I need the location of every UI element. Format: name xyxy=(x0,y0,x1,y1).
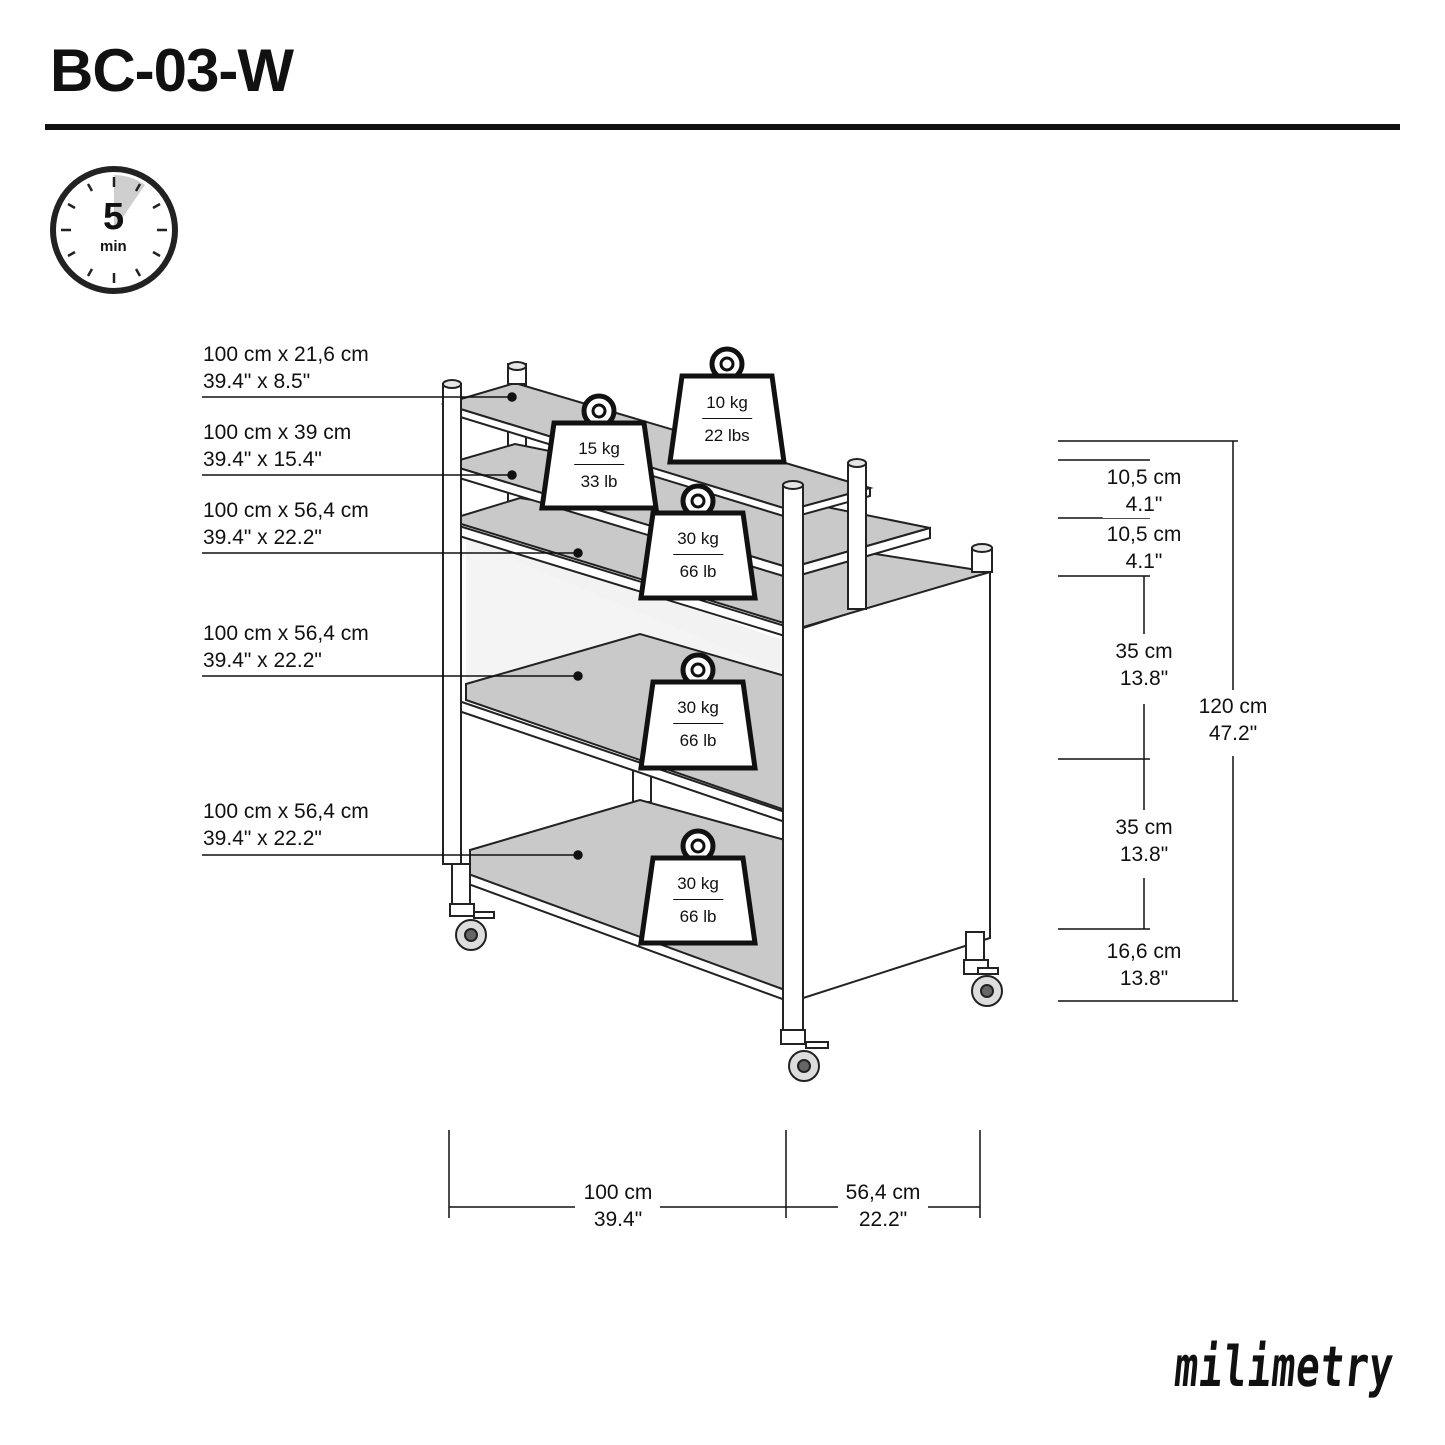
shelf-label-2: 100 cm x 39 cm 39.4" x 15.4" xyxy=(203,421,352,471)
weight-label-fifth: 30 kg 66 lb xyxy=(673,873,723,928)
footprint-dimension-lines xyxy=(448,1130,981,1218)
height-label-3: 35 cm 13.8" xyxy=(1111,638,1177,692)
brand-logo: milimetry xyxy=(1171,1335,1397,1400)
timer-unit: min xyxy=(100,238,127,255)
total-height-label: 120 cm 47.2" xyxy=(1194,693,1272,747)
shelf-label-1: 100 cm x 21,6 cm 39.4" x 8.5" xyxy=(203,343,369,393)
weight-icons xyxy=(539,346,787,946)
product-title: BC-03-W xyxy=(50,37,294,104)
height-label-4: 35 cm 13.8" xyxy=(1111,814,1177,868)
shelf-label-3: 100 cm x 56,4 cm 39.4" x 22.2" xyxy=(203,499,369,549)
width-label: 100 cm 39.4" xyxy=(579,1179,657,1233)
shelf-label-4: 100 cm x 56,4 cm 39.4" x 22.2" xyxy=(203,622,369,672)
height-label-1: 10,5 cm 4.1" xyxy=(1102,464,1186,518)
shelf-leaders xyxy=(202,392,583,860)
timer-value: 5 xyxy=(103,196,125,238)
height-label-5: 16,6 cm 13.8" xyxy=(1102,938,1186,992)
weight-label-top: 10 kg 22 lbs xyxy=(702,392,752,447)
timer-icon xyxy=(50,166,178,294)
title-divider xyxy=(45,124,1400,130)
weight-label-fourth: 30 kg 66 lb xyxy=(673,697,723,752)
height-dimension-lines xyxy=(1058,440,1238,1002)
weight-label-third: 30 kg 66 lb xyxy=(673,528,723,583)
height-label-2: 10,5 cm 4.1" xyxy=(1102,521,1186,575)
caster-wheels xyxy=(449,903,1003,1082)
shelf-label-5: 100 cm x 56,4 cm 39.4" x 22.2" xyxy=(203,800,369,850)
weight-label-second: 15 kg 33 lb xyxy=(574,438,624,493)
depth-label: 56,4 cm 22.2" xyxy=(841,1179,925,1233)
